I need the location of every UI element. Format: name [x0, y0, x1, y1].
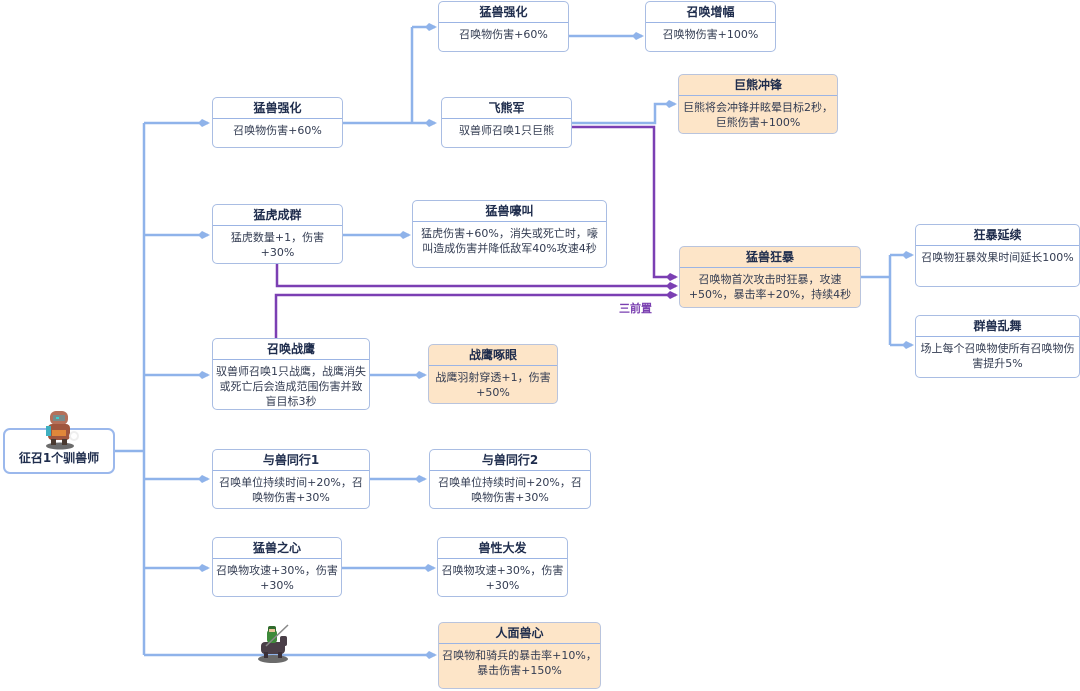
link-arrowheads [198, 23, 914, 659]
skill-node-n1b1[interactable]: 巨熊冲锋 巨熊将会冲锋并眩晕目标2秒，巨熊伤害+100% [678, 74, 838, 134]
skill-desc: 巨熊将会冲锋并眩晕目标2秒，巨熊伤害+100% [683, 101, 833, 129]
skill-node-n6a[interactable]: 兽性大发 召唤物攻速+30%，伤害+30% [437, 537, 568, 597]
link-n3-fork [861, 253, 912, 347]
skill-node-n4[interactable]: 召唤战鹰 驭兽师召唤1只战鹰，战鹰消失或死亡后会造成范围伤害并致盲目标3秒 [212, 338, 370, 410]
prereq-from-n4 [274, 293, 676, 339]
skill-desc: 召唤物狂暴效果时间延长100% [921, 251, 1074, 264]
skill-desc: 驭兽师召唤1只巨熊 [459, 124, 554, 137]
skill-title: 猛兽强化 [213, 98, 342, 119]
skill-node-n3[interactable]: 猛兽狂暴 召唤物首次攻击时狂暴，攻速+50%，暴击率+20%，持续4秒 [679, 246, 861, 308]
skill-title: 巨熊冲锋 [679, 75, 837, 96]
link-n1-fork [343, 25, 435, 125]
link-root-trunk [115, 123, 146, 655]
skill-title: 人面兽心 [439, 623, 600, 644]
skill-desc: 召唤物攻速+30%，伤害+30% [216, 564, 338, 592]
skill-title: 与兽同行2 [430, 450, 590, 471]
skill-title: 狂暴延续 [916, 225, 1079, 246]
skill-desc: 召唤物攻速+30%，伤害+30% [441, 564, 564, 592]
skill-title: 兽性大发 [438, 538, 567, 559]
skill-desc: 召唤物首次攻击时狂暴，攻速+50%，暴击率+20%，持续4秒 [688, 273, 852, 301]
skill-desc: 场上每个召唤物使所有召唤物伤害提升5% [920, 342, 1075, 370]
skill-desc: 战鹰羽射穿透+1，伤害+50% [435, 371, 551, 399]
skill-title: 与兽同行1 [213, 450, 369, 471]
skill-node-n1b[interactable]: 飞熊军 驭兽师召唤1只巨熊 [441, 97, 572, 148]
skill-node-n4a[interactable]: 战鹰啄眼 战鹰羽射穿透+1，伤害+50% [428, 344, 558, 404]
skill-node-n5[interactable]: 与兽同行1 召唤单位持续时间+20%，召唤物伤害+30% [212, 449, 370, 509]
skill-desc: 召唤单位持续时间+20%，召唤物伤害+30% [438, 476, 582, 504]
skill-node-n1[interactable]: 猛兽强化 召唤物伤害+60% [212, 97, 343, 148]
skill-node-n2[interactable]: 猛虎成群 猛虎数量+1，伤害+30% [212, 204, 343, 264]
skill-node-n7a[interactable]: 人面兽心 召唤物和骑兵的暴击率+10%，暴击伤害+150% [438, 622, 601, 689]
skill-title: 飞熊军 [442, 98, 571, 119]
skill-node-n6[interactable]: 猛兽之心 召唤物攻速+30%，伤害+30% [212, 537, 342, 597]
root-node[interactable]: 征召1个驯兽师 [3, 411, 115, 474]
skill-title: 群兽乱舞 [916, 316, 1079, 337]
prereq-arrowheads [666, 273, 678, 299]
skill-title: 猛兽强化 [439, 2, 568, 23]
prereq-from-n1b [571, 125, 676, 279]
skill-desc: 驭兽师召唤1只战鹰，战鹰消失或死亡后会造成范围伤害并致盲目标3秒 [216, 365, 366, 408]
skill-title: 猛兽之心 [213, 538, 341, 559]
skill-desc: 召唤物伤害+60% [459, 28, 548, 41]
skill-desc: 猛虎数量+1，伤害+30% [230, 231, 325, 259]
skill-desc: 召唤物伤害+60% [233, 124, 322, 137]
skill-desc: 召唤单位持续时间+20%，召唤物伤害+30% [219, 476, 363, 504]
beast-tamer-sprite-icon [46, 411, 79, 450]
root-label: 征召1个驯兽师 [18, 451, 100, 465]
skill-desc: 召唤物和骑兵的暴击率+10%，暴击伤害+150% [442, 649, 597, 677]
link-n1b-n1b1 [571, 102, 675, 125]
skill-node-n3b[interactable]: 群兽乱舞 场上每个召唤物使所有召唤物伤害提升5% [915, 315, 1080, 378]
prereq-from-n2 [275, 263, 676, 288]
skill-node-n5a[interactable]: 与兽同行2 召唤单位持续时间+20%，召唤物伤害+30% [429, 449, 591, 509]
skill-title: 猛兽嚎叫 [413, 201, 606, 222]
skill-title: 召唤增幅 [646, 2, 775, 23]
skill-title: 召唤战鹰 [213, 339, 369, 360]
skill-title: 战鹰啄眼 [429, 345, 557, 366]
skill-title: 猛兽狂暴 [680, 247, 860, 268]
skill-desc: 召唤物伤害+100% [662, 28, 759, 41]
skill-node-n1a1[interactable]: 召唤增幅 召唤物伤害+100% [645, 1, 776, 52]
skill-node-n3a[interactable]: 狂暴延续 召唤物狂暴效果时间延长100% [915, 224, 1080, 287]
prereq-note: 三前置 [619, 302, 652, 315]
skill-node-n1a[interactable]: 猛兽强化 召唤物伤害+60% [438, 1, 569, 52]
skill-title: 猛虎成群 [213, 205, 342, 226]
skill-desc: 猛虎伤害+60%，消失或死亡时，嚎叫造成伤害并降低敌军40%攻速4秒 [421, 227, 598, 255]
cavalry-sprite-icon [258, 624, 289, 663]
skill-node-n2a[interactable]: 猛兽嚎叫 猛虎伤害+60%，消失或死亡时，嚎叫造成伤害并降低敌军40%攻速4秒 [412, 200, 607, 268]
